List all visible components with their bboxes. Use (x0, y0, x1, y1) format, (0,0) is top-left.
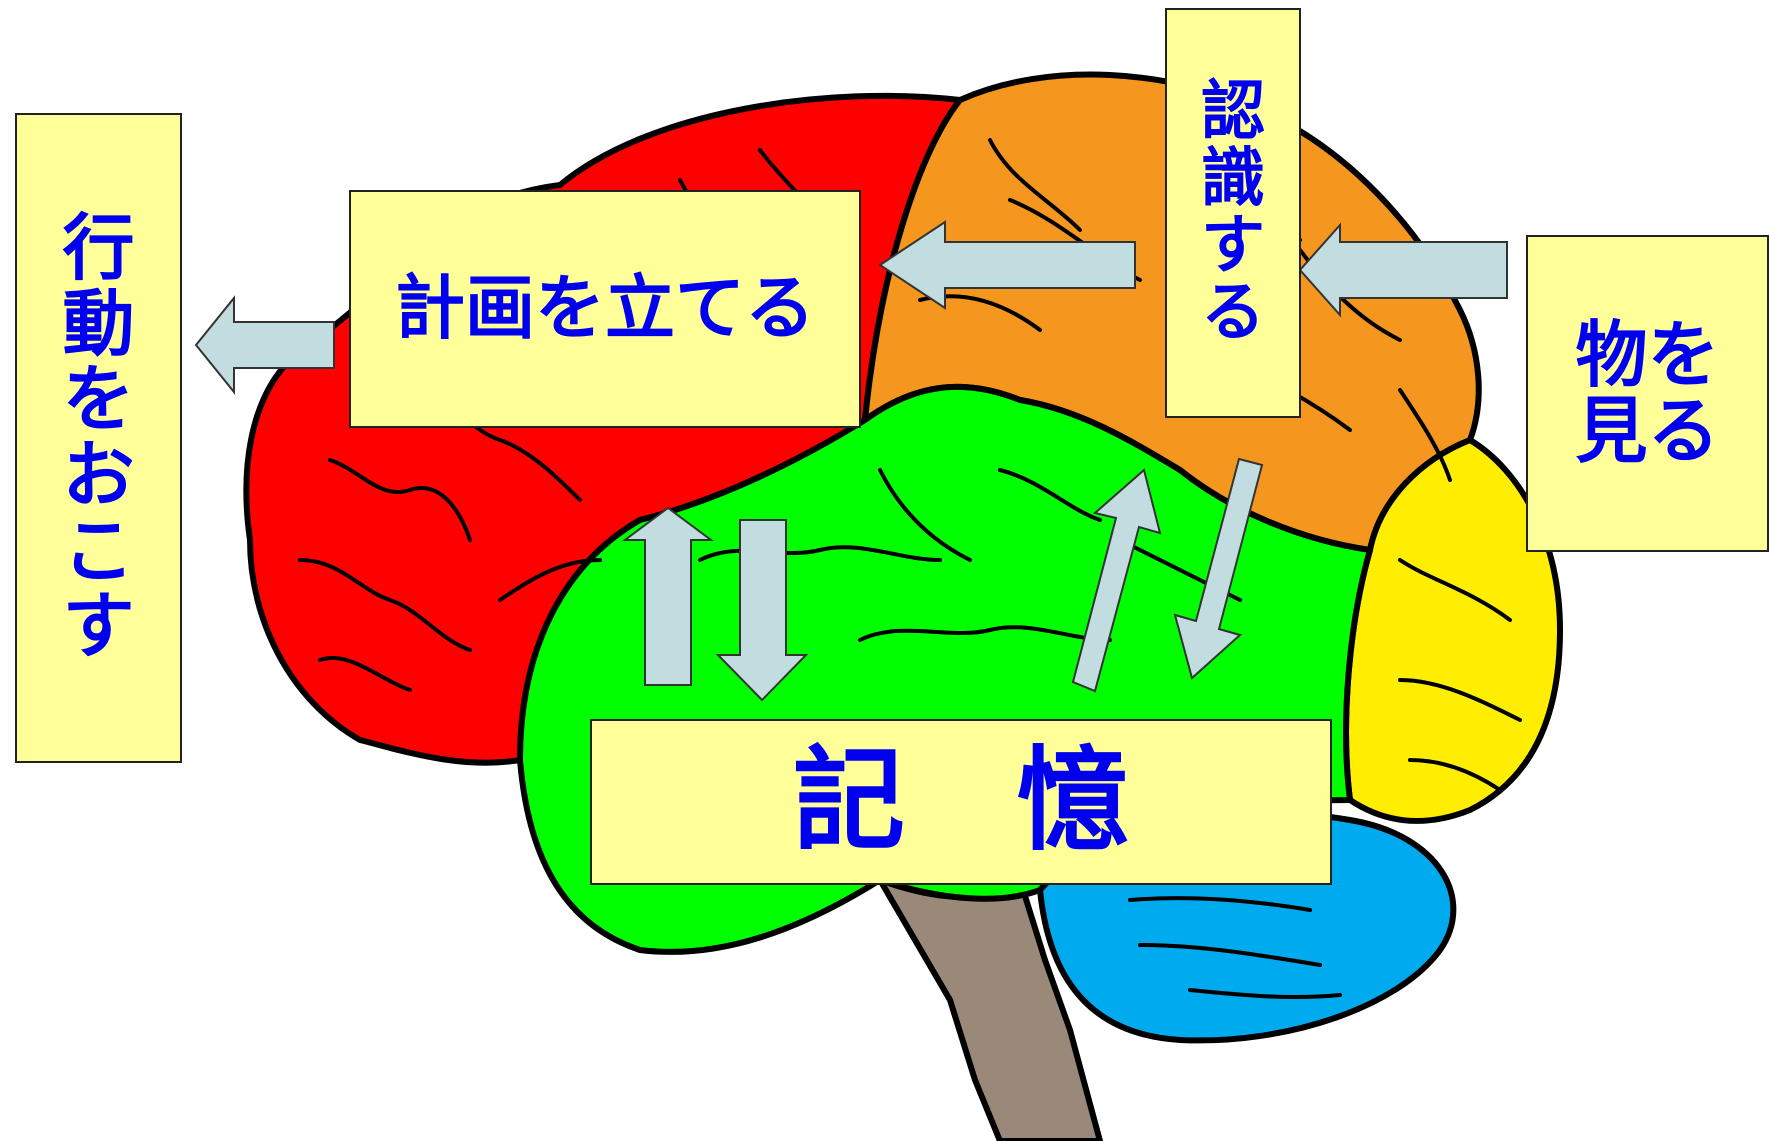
arrow-see-to-recognize (1298, 222, 1508, 318)
label-glyph: 認 (1201, 74, 1265, 149)
arrow-plan-to-action (194, 295, 335, 395)
arrow-recognize-to-memory (1173, 457, 1264, 680)
plan-text: 計画を立てる (395, 267, 815, 350)
plan-label: 計画を立てる (349, 190, 861, 428)
see-text-line1: 物を (1575, 312, 1720, 397)
label-glyph: こ (62, 508, 135, 593)
label-glyph: る (1201, 276, 1265, 351)
see-text-line2: 見る (1575, 388, 1720, 473)
recognize-label: 認識する (1165, 8, 1301, 418)
arrow-memory-to-plan (621, 506, 715, 686)
see-text: 物を 見る (1575, 312, 1720, 473)
occipital-lobe (1343, 437, 1563, 824)
action-label: 行動をおこす (15, 113, 182, 763)
arrow-memory-to-recognize (1071, 468, 1162, 693)
label-glyph: お (62, 433, 135, 517)
see-label: 物を 見る (1526, 235, 1769, 552)
label-glyph: を (62, 357, 135, 442)
action-text: 行動をおこす (62, 211, 134, 665)
arrow-recognize-to-plan (878, 220, 1136, 310)
label-glyph: 識 (1201, 141, 1265, 216)
arrow-plan-to-memory (715, 519, 809, 702)
label-glyph: 行 (62, 206, 135, 291)
memory-text: 記 憶 (793, 736, 1129, 867)
recognize-text: 認識する (1201, 74, 1265, 351)
memory-label: 記 憶 (590, 719, 1332, 885)
label-glyph: 動 (62, 281, 135, 366)
label-glyph: す (1201, 209, 1265, 283)
label-glyph: す (62, 584, 135, 669)
flow-arrows (194, 220, 1508, 702)
